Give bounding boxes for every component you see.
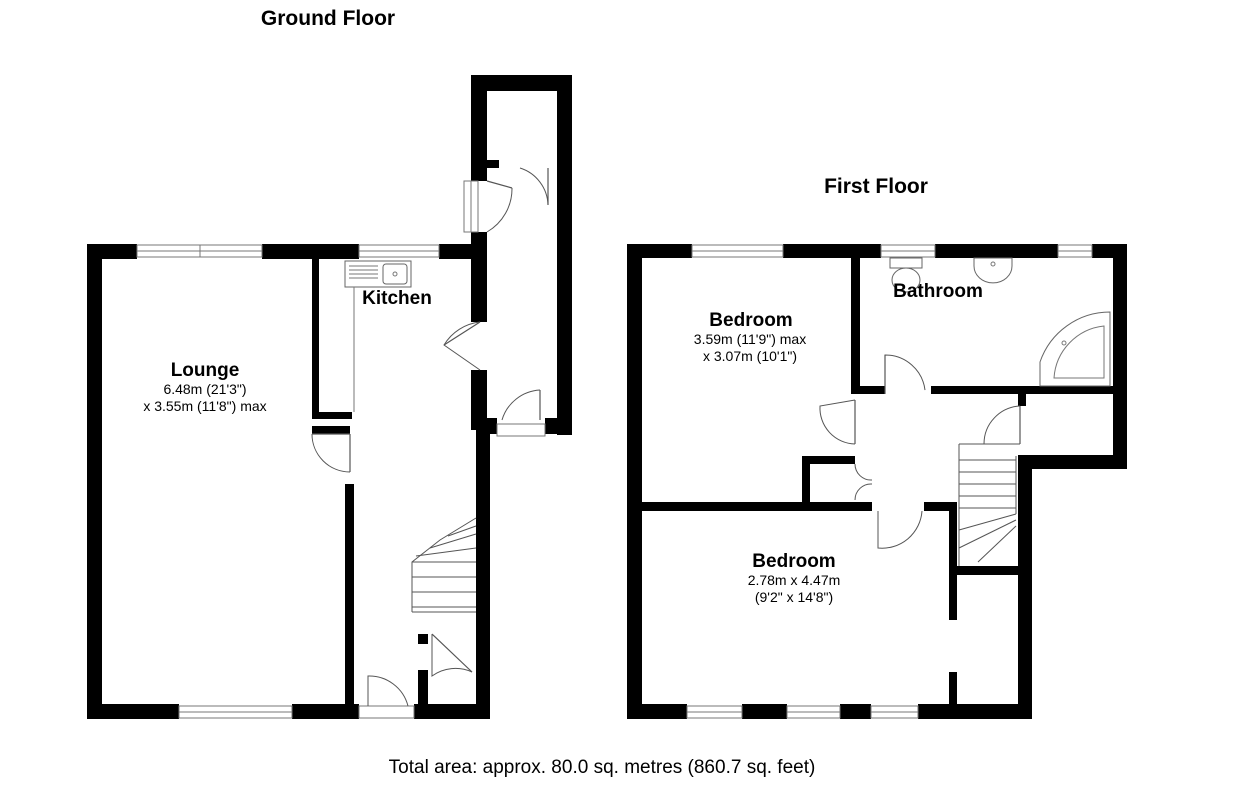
bedroom-2-dimension-2: (9'2" x 14'8") [755, 589, 833, 605]
bedroom-1-dimension-2: x 3.07m (10'1") [703, 348, 797, 364]
lounge-dimension-2: x 3.55m (11'8") max [143, 398, 266, 414]
lounge-name: Lounge [171, 360, 240, 381]
bedroom-2-name: Bedroom [752, 551, 835, 572]
bathroom-name: Bathroom [893, 281, 983, 302]
first-floor-plan: First Floor [627, 175, 1127, 719]
total-area: Total area: approx. 80.0 sq. metres (860… [389, 757, 816, 778]
first-floor-doors [819, 354, 1021, 549]
kitchen-name: Kitchen [362, 288, 432, 309]
ground-floor-windows [136, 180, 546, 719]
ground-floor-walls [87, 75, 572, 719]
corner-bath-icon [1039, 311, 1111, 387]
ground-floor-stairs [411, 517, 477, 613]
first-floor-walls [627, 244, 1127, 719]
basin-icon [973, 257, 1013, 284]
first-floor-windows [686, 244, 1093, 719]
first-floor-stairs [958, 443, 1017, 566]
toilet-icon [889, 257, 923, 293]
bedroom-1-name: Bedroom [709, 310, 792, 331]
lounge-dimension-1: 6.48m (21'3") [163, 381, 246, 397]
ground-floor-plan: Ground Floor [87, 7, 572, 719]
ground-floor-title: Ground Floor [261, 7, 395, 30]
ground-floor-doors [311, 167, 549, 707]
first-floor-title: First Floor [824, 175, 928, 198]
kitchen-sink-icon [344, 260, 412, 412]
bedroom-2-dimension-1: 2.78m x 4.47m [748, 572, 841, 588]
bedroom-1-dimension-1: 3.59m (11'9") max [694, 331, 806, 347]
